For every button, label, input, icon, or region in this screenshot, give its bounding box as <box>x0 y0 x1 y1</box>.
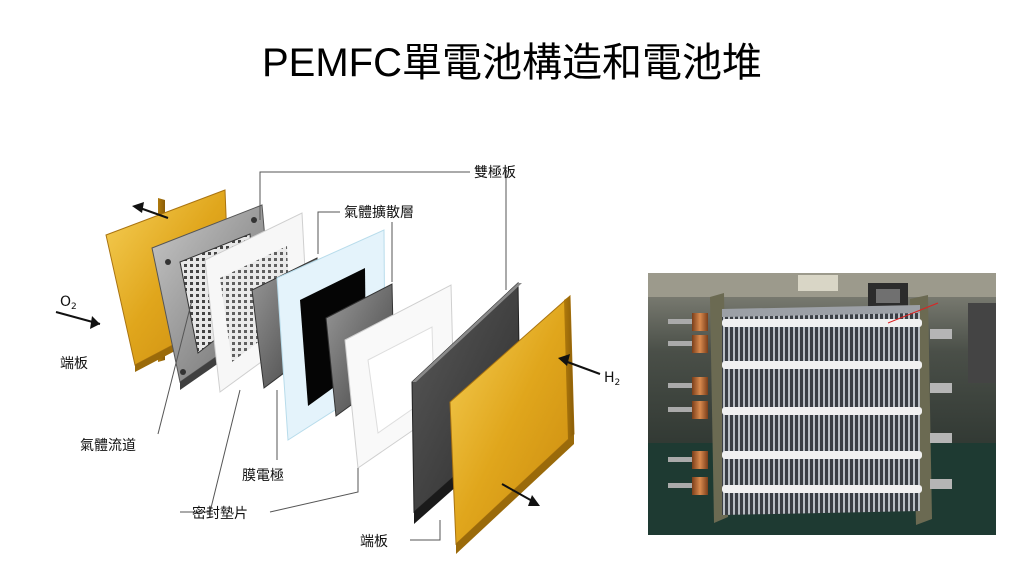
label-o2: O2 <box>60 294 77 312</box>
fuel-cell-stack-photo <box>648 273 996 535</box>
o2-subscript: 2 <box>71 302 77 312</box>
label-mea: 膜電極 <box>242 468 284 484</box>
o2-inlet-arrow <box>55 311 101 329</box>
page-title: PEMFC單電池構造和電池堆 <box>0 30 1024 88</box>
label-h2: H2 <box>604 370 620 388</box>
title-cjk: 單電池構造和電池堆 <box>402 40 762 86</box>
label-bipolar-plate: 雙極板 <box>474 165 516 181</box>
h2-text: H <box>604 370 615 386</box>
gasket-right <box>344 284 455 469</box>
title-latin: PEMFC <box>262 41 402 85</box>
o2-text: O <box>60 294 71 310</box>
leader-lines <box>157 171 507 541</box>
label-gas-channel: 氣體流道 <box>80 438 136 454</box>
label-gasket: 密封墊片 <box>192 505 248 522</box>
h2-inlet-arrow <box>558 354 601 375</box>
label-end-plate-left: 端板 <box>60 356 88 372</box>
label-gas-diffusion-layer: 氣體擴散層 <box>344 204 414 221</box>
outlet-arrow-top <box>132 202 169 219</box>
outlet-arrow-bottom <box>501 483 540 506</box>
end-plate-right <box>449 294 575 554</box>
exploded-cell-diagram: 雙極板 氣體擴散層 O2 端板 氣體流道 膜電極 H2 密封墊片 端板 <box>55 165 620 554</box>
label-end-plate-bottom: 端板 <box>360 534 388 550</box>
h2-subscript: 2 <box>615 378 621 388</box>
